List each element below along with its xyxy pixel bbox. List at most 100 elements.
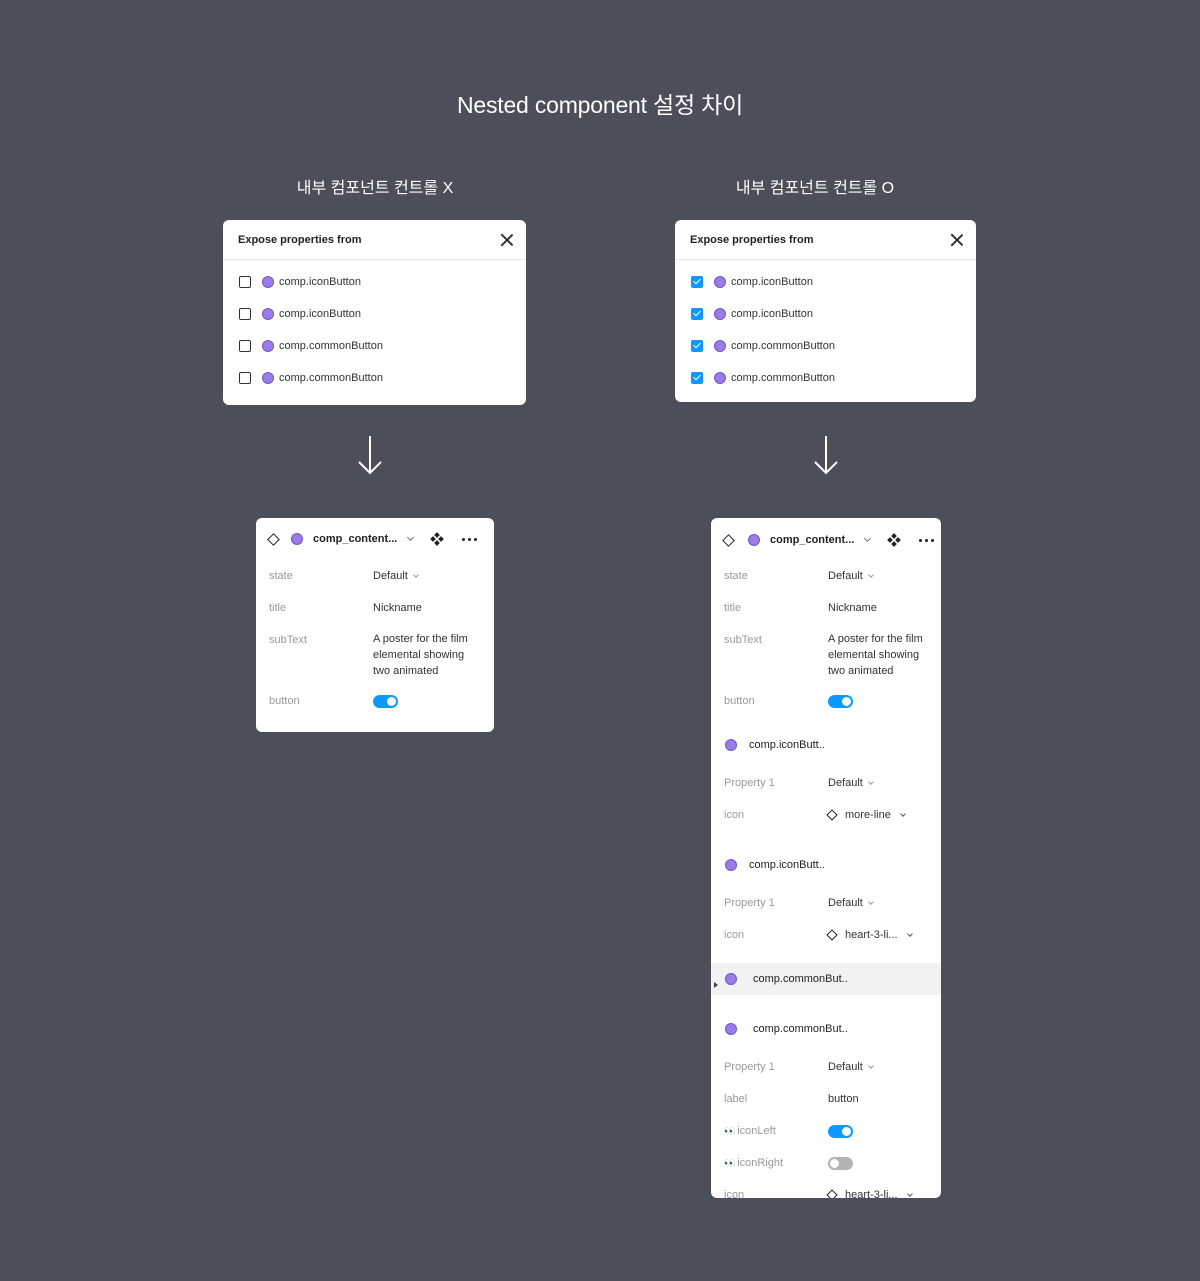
expose-item-label: comp.commonButton: [279, 372, 383, 384]
more-icon[interactable]: [919, 538, 935, 542]
prop-row-icon: icon heart-3-li...: [711, 1179, 941, 1198]
prop-row-iconleft: 👀iconLeft: [711, 1115, 941, 1147]
expose-item-label: comp.commonButton: [731, 340, 835, 352]
nested-component-name: comp.iconButt..: [749, 739, 825, 751]
prop-row-state: state Default: [711, 560, 941, 592]
left-heading: 내부 컴포넌트 컨트롤 X: [296, 180, 454, 197]
iconright-toggle[interactable]: [828, 1156, 853, 1170]
chevron-down-icon: [906, 930, 913, 937]
component-icon: [725, 739, 737, 751]
expose-item-label: comp.iconButton: [731, 276, 813, 288]
nested-component-header[interactable]: comp.iconButt..: [711, 843, 941, 887]
prop-label: icon: [724, 929, 745, 941]
checkbox-checked[interactable]: [691, 308, 703, 320]
checkbox-checked[interactable]: [691, 276, 703, 288]
component-name[interactable]: comp_content...: [770, 534, 855, 546]
component-icon: [262, 276, 274, 288]
expose-item[interactable]: comp.commonButton: [675, 362, 976, 394]
nested-component-header[interactable]: comp.commonBut..: [711, 1007, 941, 1051]
prop-row-property1: Property 1 Default: [711, 767, 941, 799]
state-dropdown[interactable]: Default: [373, 570, 419, 582]
prop-row-subtext: subText A poster for the film elemental s…: [256, 624, 494, 685]
expose-item[interactable]: comp.iconButton: [675, 298, 976, 330]
expose-item[interactable]: comp.iconButton: [223, 266, 526, 298]
expose-item[interactable]: comp.iconButton: [675, 266, 976, 298]
icon-swap-dropdown[interactable]: heart-3-li...: [826, 929, 913, 941]
prop-label: Property 1: [724, 1061, 775, 1073]
diamond-icon: [826, 809, 838, 821]
nested-component-header[interactable]: comp.iconButt..: [711, 723, 941, 767]
checkbox[interactable]: [239, 308, 251, 320]
prop-value: heart-3-li...: [845, 929, 898, 941]
icon-swap-dropdown[interactable]: heart-3-li...: [826, 1189, 913, 1198]
prop-row-label: label button: [711, 1083, 941, 1115]
checkbox[interactable]: [239, 372, 251, 384]
label-input[interactable]: button: [828, 1093, 859, 1105]
prop-label: state: [724, 570, 748, 582]
expose-item-label: comp.iconButton: [279, 276, 361, 288]
expose-item-label: comp.iconButton: [731, 308, 813, 320]
title-input[interactable]: Nickname: [373, 602, 422, 614]
state-dropdown[interactable]: Default: [828, 570, 874, 582]
expose-item[interactable]: comp.commonButton: [675, 330, 976, 362]
diamond-icon: [826, 1189, 838, 1198]
button-toggle[interactable]: [828, 694, 853, 708]
expose-panel-left: Expose properties from comp.iconButton c…: [223, 220, 526, 405]
prop-value: Default: [828, 897, 863, 909]
close-icon[interactable]: [500, 233, 514, 247]
prop-label: label: [724, 1093, 748, 1105]
chevron-down-icon: [906, 1190, 913, 1197]
prop-label: state: [269, 570, 293, 582]
arrow-down-icon: [814, 436, 838, 475]
caret-right-icon[interactable]: [714, 982, 718, 988]
expose-title: Expose properties from: [238, 233, 362, 246]
nested-component-name: comp.commonBut..: [753, 1023, 848, 1035]
more-icon[interactable]: [462, 537, 478, 541]
subtext-input[interactable]: A poster for the film elemental showing …: [828, 633, 923, 677]
chevron-down-icon: [868, 571, 874, 578]
arrow-down-icon: [358, 436, 382, 475]
prop-label: iconLeft: [737, 1125, 776, 1137]
property1-dropdown[interactable]: Default: [828, 1061, 874, 1073]
expose-item-label: comp.commonButton: [731, 372, 835, 384]
component-icon: [714, 340, 726, 352]
component-set-icon[interactable]: [887, 533, 902, 547]
property1-dropdown[interactable]: Default: [828, 897, 874, 909]
prop-value: Default: [828, 777, 863, 789]
subtext-input[interactable]: A poster for the film elemental showing …: [373, 633, 468, 677]
component-name[interactable]: comp_content...: [313, 533, 398, 545]
iconleft-toggle[interactable]: [828, 1124, 853, 1138]
prop-label: subText: [724, 634, 762, 646]
prop-label: title: [269, 602, 287, 614]
prop-label: Property 1: [724, 777, 775, 789]
icon-swap-dropdown[interactable]: more-line: [826, 809, 906, 821]
checkbox[interactable]: [239, 340, 251, 352]
prop-row-button: button: [256, 685, 494, 717]
nested-component-name: comp.iconButt..: [749, 859, 825, 871]
prop-label: subText: [269, 634, 307, 646]
checkbox-checked[interactable]: [691, 340, 703, 352]
property1-dropdown[interactable]: Default: [828, 777, 874, 789]
prop-label: icon: [724, 1189, 745, 1198]
checkbox-checked[interactable]: [691, 372, 703, 384]
expose-item[interactable]: comp.commonButton: [223, 330, 526, 362]
expose-item[interactable]: comp.commonButton: [223, 362, 526, 394]
component-icon: [725, 973, 737, 985]
close-icon[interactable]: [950, 233, 964, 247]
chevron-down-icon[interactable]: [864, 534, 872, 543]
eyes-icon: 👀: [724, 1125, 735, 1136]
right-heading: 내부 컴포넌트 컨트롤 O: [735, 180, 895, 197]
button-toggle[interactable]: [373, 694, 398, 708]
nested-component-header-collapsed[interactable]: comp.commonBut..: [711, 963, 941, 995]
prop-value: heart-3-li...: [845, 1189, 898, 1198]
expose-item[interactable]: comp.iconButton: [223, 298, 526, 330]
component-icon: [262, 372, 274, 384]
component-set-icon[interactable]: [430, 532, 445, 546]
checkbox[interactable]: [239, 276, 251, 288]
title-input[interactable]: Nickname: [828, 602, 877, 614]
chevron-down-icon[interactable]: [407, 533, 415, 542]
panel-header: comp_content...: [256, 518, 494, 560]
diamond-icon: [826, 929, 838, 941]
